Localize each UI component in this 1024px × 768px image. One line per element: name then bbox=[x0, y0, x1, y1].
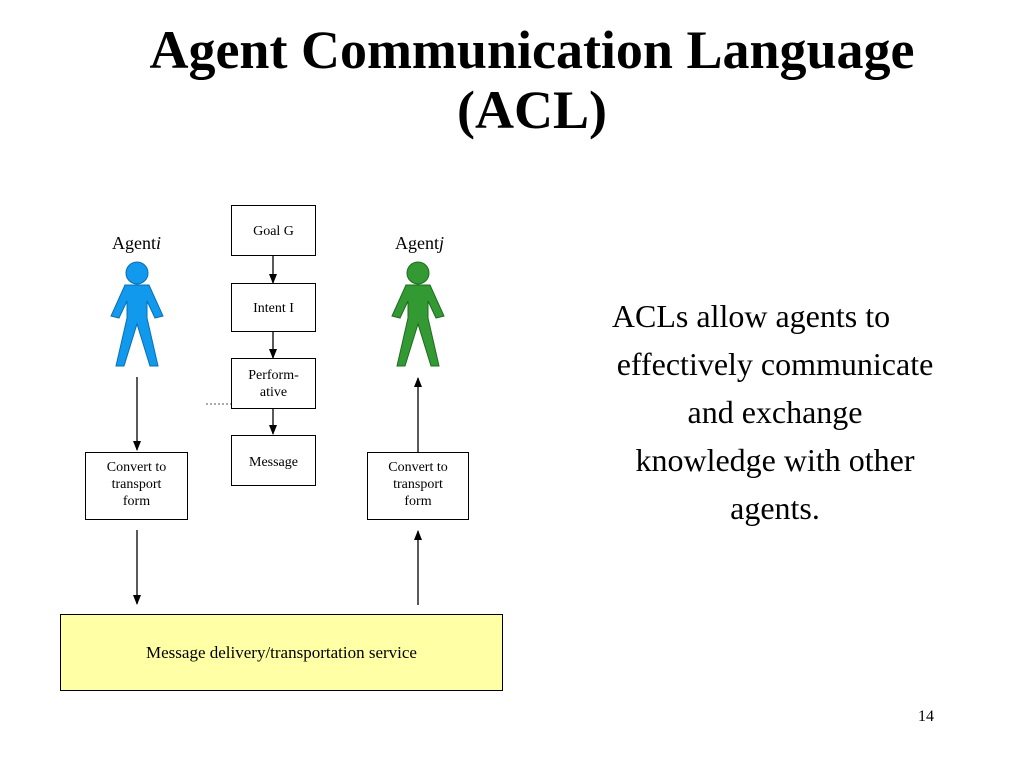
goal-box: Goal G bbox=[231, 205, 316, 256]
page-number: 14 bbox=[918, 708, 934, 725]
title-line-1: Agent Communication Language bbox=[149, 20, 915, 80]
agent-i-figure-icon bbox=[110, 261, 164, 367]
title-line-2: (ACL) bbox=[457, 80, 607, 140]
convert-left-box: Convert to transport form bbox=[85, 452, 188, 520]
agent-i-label: Agenti bbox=[112, 233, 162, 253]
message-box: Message bbox=[231, 435, 316, 486]
message-delivery-service: Message delivery/transportation service bbox=[60, 614, 503, 691]
agent-j-figure-icon bbox=[391, 261, 445, 367]
slide-title: Agent Communication Language (ACL) bbox=[0, 20, 1024, 140]
intent-box: Intent I bbox=[231, 283, 316, 332]
performative-box: Perform- ative bbox=[231, 358, 316, 409]
body-text: ACLs allow agents to effectively communi… bbox=[611, 298, 934, 526]
agent-j-label: Agentj bbox=[395, 233, 445, 253]
convert-right-box: Convert to transport form bbox=[367, 452, 469, 520]
